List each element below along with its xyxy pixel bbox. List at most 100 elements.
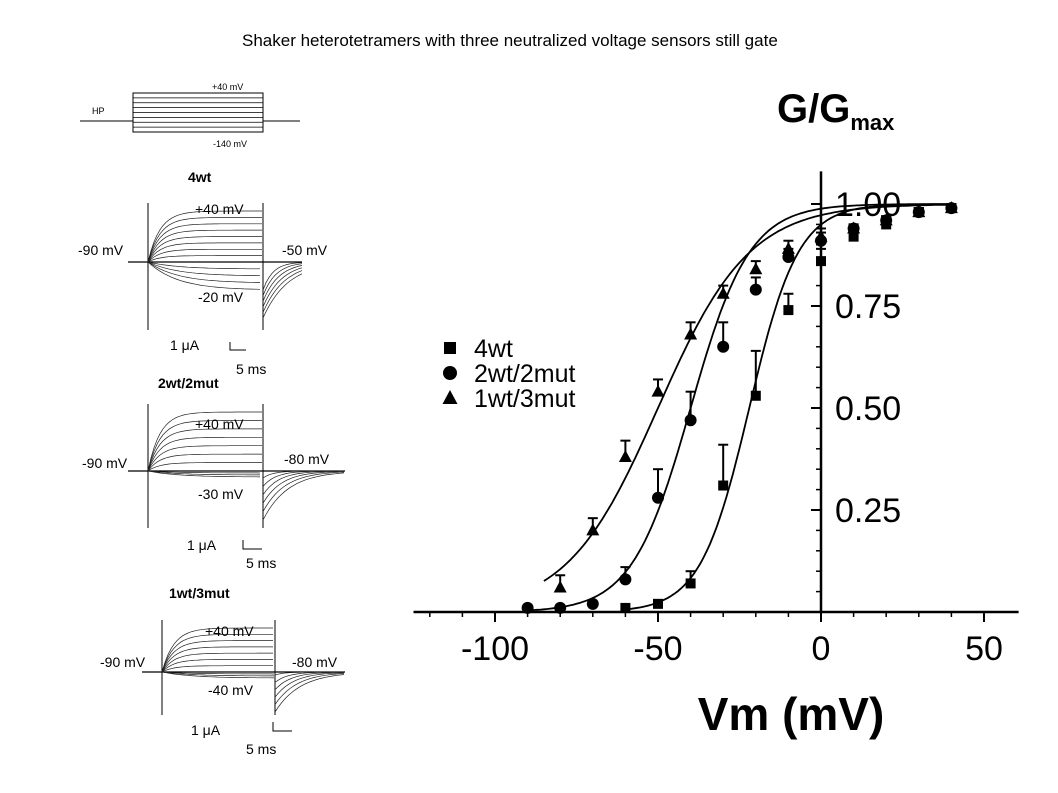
data-point-circle [443, 366, 457, 380]
data-point-circle [521, 601, 534, 614]
scale-bar [229, 342, 246, 351]
scale-bar [242, 540, 262, 550]
trace-panel-title: 1wt/3mut [169, 585, 230, 601]
data-point-square [816, 256, 826, 267]
trace-label-right: -80 mV [292, 654, 338, 670]
protocol-step-lines [133, 97, 263, 128]
data-point-square [685, 578, 696, 589]
x-tick-label: -50 [633, 630, 682, 668]
y-axis-subscript: max [850, 110, 895, 135]
data-point-triangle [814, 229, 828, 242]
trace-label-left: -90 mV [82, 455, 128, 471]
current-trace [147, 229, 262, 263]
data-point-triangle [651, 384, 665, 397]
current-trace [147, 261, 261, 290]
data-point-triangle [847, 221, 861, 234]
tail-current-trace [262, 472, 345, 521]
tail-current-trace [274, 671, 345, 691]
data-point-circle [554, 601, 567, 614]
trace-panel-2wt-2mut: 2wt/2mut +40 mV -90 mV -80 mV -30 mV 1 μ… [82, 375, 345, 571]
tail-current-trace [262, 470, 344, 496]
trace-panel-1wt-3mut: 1wt/3mut +40 mV -90 mV -80 mV -40 mV 1 μ… [100, 585, 345, 757]
data-point-square [718, 480, 729, 491]
trace-label-top: +40 mV [205, 623, 254, 639]
data-point-triangle [553, 580, 567, 593]
data-point-circle [619, 573, 632, 586]
current-trace [147, 248, 262, 263]
scale-current-label: 1 μA [191, 722, 221, 738]
current-trace [147, 470, 261, 474]
current-trace [161, 652, 273, 673]
tail-current-trace [262, 263, 303, 296]
scale-time-label: 5 ms [236, 361, 266, 377]
trace-label-mid: -40 mV [208, 682, 254, 698]
current-trace [147, 428, 262, 472]
current-trace [147, 261, 261, 283]
trace-panel-title: 2wt/2mut [158, 375, 219, 391]
y-tick-label: 0.75 [835, 288, 901, 326]
voltage-protocol: HP +40 mV -140 mV [80, 82, 300, 149]
protocol-hp-label: HP [92, 106, 105, 116]
current-trace [147, 470, 261, 478]
scale-bar [272, 722, 292, 732]
current-trace [147, 436, 262, 472]
data-point-triangle [716, 286, 730, 299]
x-tick-label: 50 [965, 630, 1003, 668]
current-trace [161, 671, 274, 677]
current-trace [161, 671, 275, 675]
tail-current-trace [274, 674, 345, 713]
trace-label-left: -90 mV [78, 242, 124, 258]
trace-label-right: -50 mV [282, 242, 328, 258]
data-point-triangle [749, 262, 763, 275]
scale-current-label: 1 μA [170, 337, 200, 353]
protocol-bottom-label: -140 mV [213, 139, 247, 149]
tail-current-trace [262, 262, 303, 291]
data-point-circle [749, 283, 762, 296]
current-trace [161, 633, 273, 673]
current-trace [147, 411, 262, 472]
current-trace [161, 659, 273, 673]
current-trace [147, 210, 262, 263]
legend-label: 1wt/3mut [474, 385, 575, 413]
x-axis-title: Vm (mV) [698, 688, 885, 740]
data-point-triangle [944, 201, 958, 214]
data-point-square [444, 342, 456, 354]
tail-current-trace [262, 273, 303, 319]
scale-time-label: 5 ms [246, 741, 276, 757]
current-trace [147, 236, 262, 263]
tail-current-trace [262, 471, 345, 512]
data-point-square [653, 598, 663, 609]
current-trace [161, 627, 273, 673]
scale-current-label: 1 μA [187, 537, 217, 553]
tail-current-trace [262, 267, 303, 307]
current-trace [147, 242, 262, 263]
current-trace [147, 453, 262, 472]
tail-current-trace [262, 471, 344, 504]
legend-label: 2wt/2mut [474, 360, 575, 388]
current-traces [142, 620, 345, 715]
trace-label-mid: -30 mV [198, 486, 244, 502]
current-trace [147, 261, 261, 277]
data-point-triangle [781, 241, 795, 254]
trace-label-right: -80 mV [284, 451, 330, 467]
scale-time-label: 5 ms [246, 555, 276, 571]
trace-label-left: -90 mV [100, 654, 146, 670]
data-point-square [750, 390, 761, 401]
tail-current-trace [262, 270, 303, 313]
legend-label: 4wt [474, 335, 513, 363]
x-tick-label: -100 [461, 630, 529, 668]
current-trace [161, 646, 273, 673]
data-point-circle [782, 251, 795, 264]
fit-curve [543, 203, 952, 582]
data-point-triangle [912, 205, 926, 218]
tail-current-trace [262, 265, 303, 302]
trace-panel-title: 4wt [188, 169, 212, 185]
current-trace [147, 445, 262, 472]
data-point-circle [586, 597, 599, 610]
trace-label-top: +40 mV [195, 416, 244, 432]
current-trace [147, 223, 262, 263]
current-trace [147, 470, 260, 476]
protocol-top-label: +40 mV [212, 82, 243, 92]
